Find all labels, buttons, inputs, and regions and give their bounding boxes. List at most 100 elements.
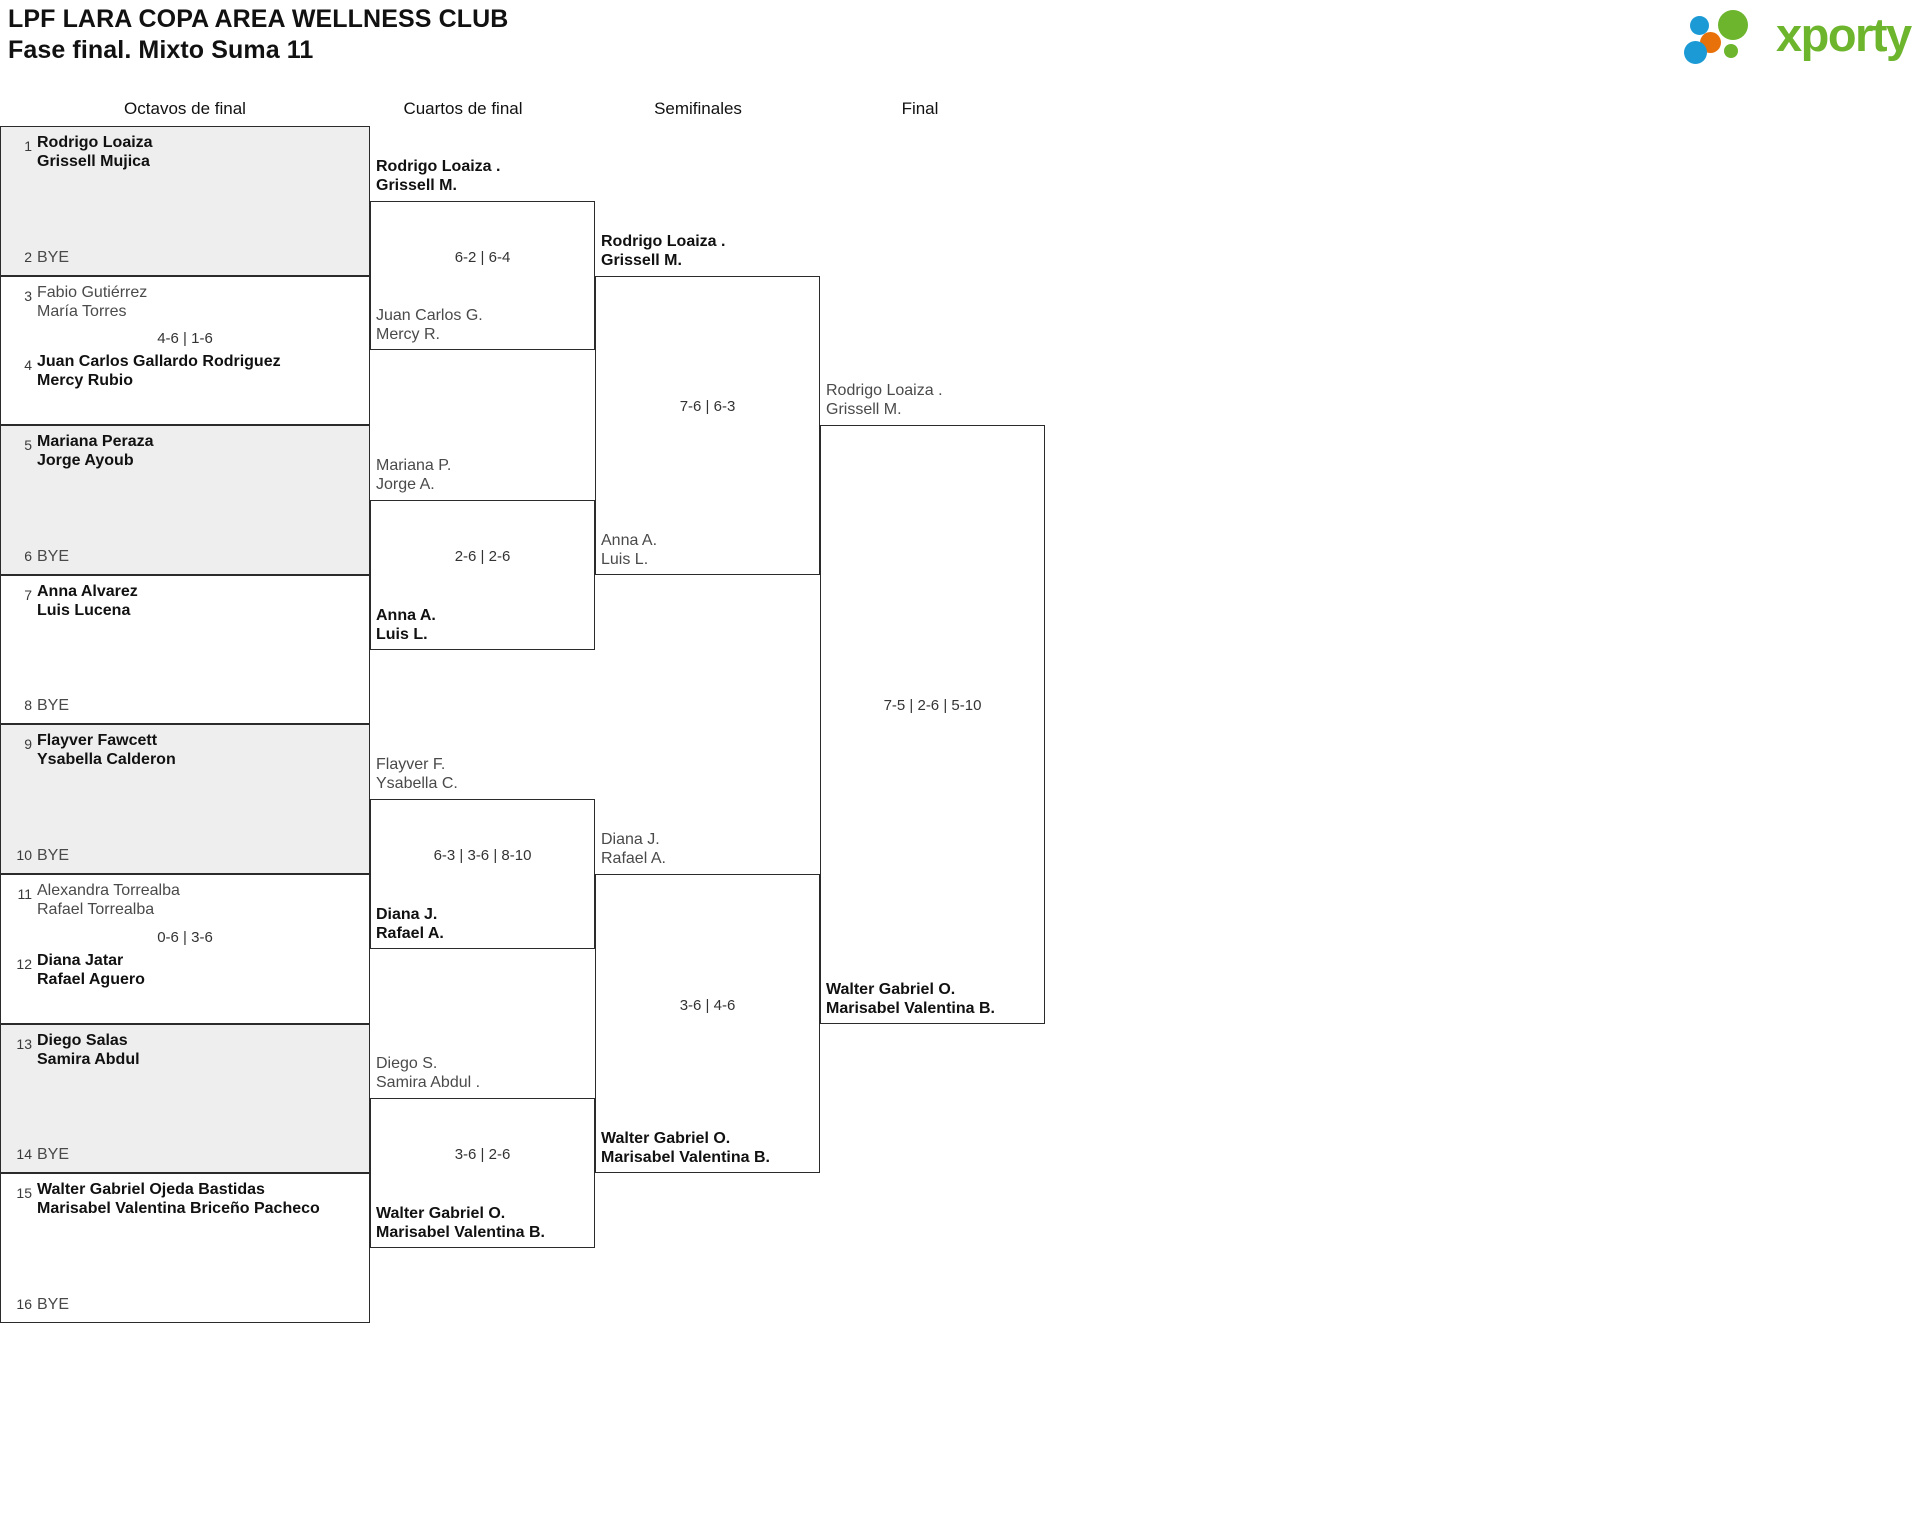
seed-number: 15 bbox=[16, 1185, 32, 1202]
seed-number: 7 bbox=[24, 586, 32, 603]
page-header: LPF LARA COPA AREA WELLNESS CLUB Fase fi… bbox=[0, 0, 1920, 96]
semifinal-bottom-team[interactable]: Anna A.Luis L. bbox=[601, 531, 816, 569]
seed-number: 5 bbox=[24, 437, 32, 454]
match-score: 3-6 | 4-6 bbox=[679, 996, 736, 1014]
semifinal-match-box[interactable]: 3-6 | 4-6 bbox=[595, 874, 820, 1174]
team-line: Diego S. bbox=[376, 1055, 438, 1073]
tournament-subtitle: Fase final. Mixto Suma 11 bbox=[8, 36, 314, 64]
seed-number: 1 bbox=[24, 138, 32, 154]
semifinal-match-box[interactable]: 7-6 | 6-3 bbox=[595, 275, 820, 575]
quarterfinal-top-team[interactable]: Mariana P. Jorge A. bbox=[376, 456, 591, 494]
team-line: Rodrigo Loaiza . bbox=[601, 232, 726, 250]
semifinal-top-team[interactable]: Rodrigo Loaiza .Grissell M. bbox=[601, 232, 816, 270]
seed-number: 13 bbox=[16, 1035, 32, 1052]
quarterfinal-match-box[interactable]: 2-6 | 2-6 bbox=[370, 500, 595, 650]
quarterfinal-match-box[interactable]: 6-3 | 3-6 | 8-10 bbox=[370, 799, 595, 949]
team-line: Diana J. bbox=[601, 831, 660, 848]
match-score: 6-2 | 6-4 bbox=[454, 248, 511, 266]
final-match-box[interactable]: 7-5 | 2-6 | 5-10 bbox=[820, 425, 1045, 1024]
team-line: Flayver F. bbox=[376, 756, 446, 774]
team-line: Rodrigo Loaiza . bbox=[376, 157, 501, 175]
seed-number: 10 bbox=[16, 846, 32, 863]
team-line: Walter Gabriel O. bbox=[826, 980, 956, 998]
bye-label: BYE bbox=[37, 1295, 70, 1313]
tournament-title: LPF LARA COPA AREA WELLNESS CLUB bbox=[8, 5, 509, 33]
round-header-final: Final bbox=[901, 99, 939, 118]
team-line: Walter Gabriel O. bbox=[601, 1130, 731, 1148]
xporty-logo[interactable]: xporty bbox=[1684, 8, 1912, 66]
seed-number: 16 bbox=[16, 1295, 32, 1312]
title-block: LPF LARA COPA AREA WELLNESS CLUB Fase fi… bbox=[8, 4, 508, 66]
team-line: Luis L. bbox=[601, 550, 649, 568]
team-line: Rafael A. bbox=[601, 850, 666, 867]
team-line: Grissell M. bbox=[826, 401, 902, 419]
seed-number: 9 bbox=[24, 736, 32, 753]
quarterfinal-match-box[interactable]: 3-6 | 2-6 bbox=[370, 1098, 595, 1248]
final-top-team[interactable]: Rodrigo Loaiza .Grissell M. bbox=[826, 381, 1041, 419]
team-line: Samira Abdul . bbox=[376, 1074, 481, 1092]
seed-number: 3 bbox=[24, 287, 32, 304]
quarterfinal-bottom-team[interactable]: Anna A.Luis L. bbox=[376, 606, 591, 644]
match-score: 3-6 | 2-6 bbox=[454, 1146, 511, 1164]
quarterfinal-top-team[interactable]: Rodrigo Loaiza .Grissell M. bbox=[376, 157, 591, 195]
bracket-slot-10[interactable]: 10 BYE bbox=[0, 799, 370, 874]
team-line: Walter Gabriel O. bbox=[376, 1205, 506, 1222]
team-line: Ysabella C. bbox=[376, 775, 458, 793]
team-line: Marisabel Valentina B. bbox=[376, 1224, 545, 1241]
final-bottom-team[interactable]: Walter Gabriel O.Marisabel Valentina B. bbox=[826, 980, 1041, 1018]
quarterfinal-match-box[interactable]: 6-2 | 6-4 bbox=[370, 200, 595, 351]
seed-number: 2 bbox=[24, 248, 32, 265]
bracket-slot-16[interactable]: 16 BYE bbox=[0, 1248, 370, 1323]
match-score: 2-6 | 2-6 bbox=[454, 547, 511, 565]
quarterfinal-top-team[interactable]: Diego S.Samira Abdul . bbox=[376, 1054, 591, 1092]
team-line: Diana J. bbox=[376, 905, 438, 923]
logo-wordmark: xporty bbox=[1776, 8, 1912, 61]
bye-label: BYE bbox=[37, 846, 70, 864]
quarterfinal-bottom-team[interactable]: Diana J.Rafael A. bbox=[376, 905, 591, 943]
team-line: Luis L. bbox=[376, 625, 428, 643]
match-score: 4-6 | 1-6 bbox=[157, 330, 213, 348]
quarterfinal-top-team[interactable]: Flayver F.Ysabella C. bbox=[376, 755, 591, 793]
team-line: Mariana P. bbox=[376, 457, 452, 474]
seed-number: 6 bbox=[24, 547, 32, 564]
bye-label: BYE bbox=[37, 547, 70, 565]
semifinal-bottom-team[interactable]: Walter Gabriel O.Marisabel Valentina B. bbox=[601, 1129, 816, 1167]
seed-number: 4 bbox=[24, 357, 32, 374]
team-line: Marisabel Valentina B. bbox=[826, 999, 995, 1017]
quarterfinal-bottom-team[interactable]: Juan Carlos G.Mercy R. bbox=[376, 306, 591, 344]
team-line: Mercy R. bbox=[376, 326, 440, 344]
quarterfinal-bottom-team[interactable]: Walter Gabriel O. Marisabel Valentina B. bbox=[376, 1204, 591, 1242]
match-score: 7-5 | 2-6 | 5-10 bbox=[883, 697, 982, 715]
round-header-octavos: Octavos de final bbox=[124, 99, 246, 118]
semifinal-top-team[interactable]: Diana J. Rafael A. bbox=[601, 830, 816, 868]
round-header-cuartos: Cuartos de final bbox=[403, 99, 523, 118]
team-line: Grissell M. bbox=[601, 251, 682, 269]
bracket-slot-6[interactable]: 6 BYE bbox=[0, 500, 370, 575]
logo-dots-icon bbox=[1684, 10, 1776, 64]
team-line: Anna A. bbox=[376, 606, 436, 624]
team-line: Jorge A. bbox=[376, 476, 435, 493]
seed-number: 11 bbox=[17, 886, 32, 902]
